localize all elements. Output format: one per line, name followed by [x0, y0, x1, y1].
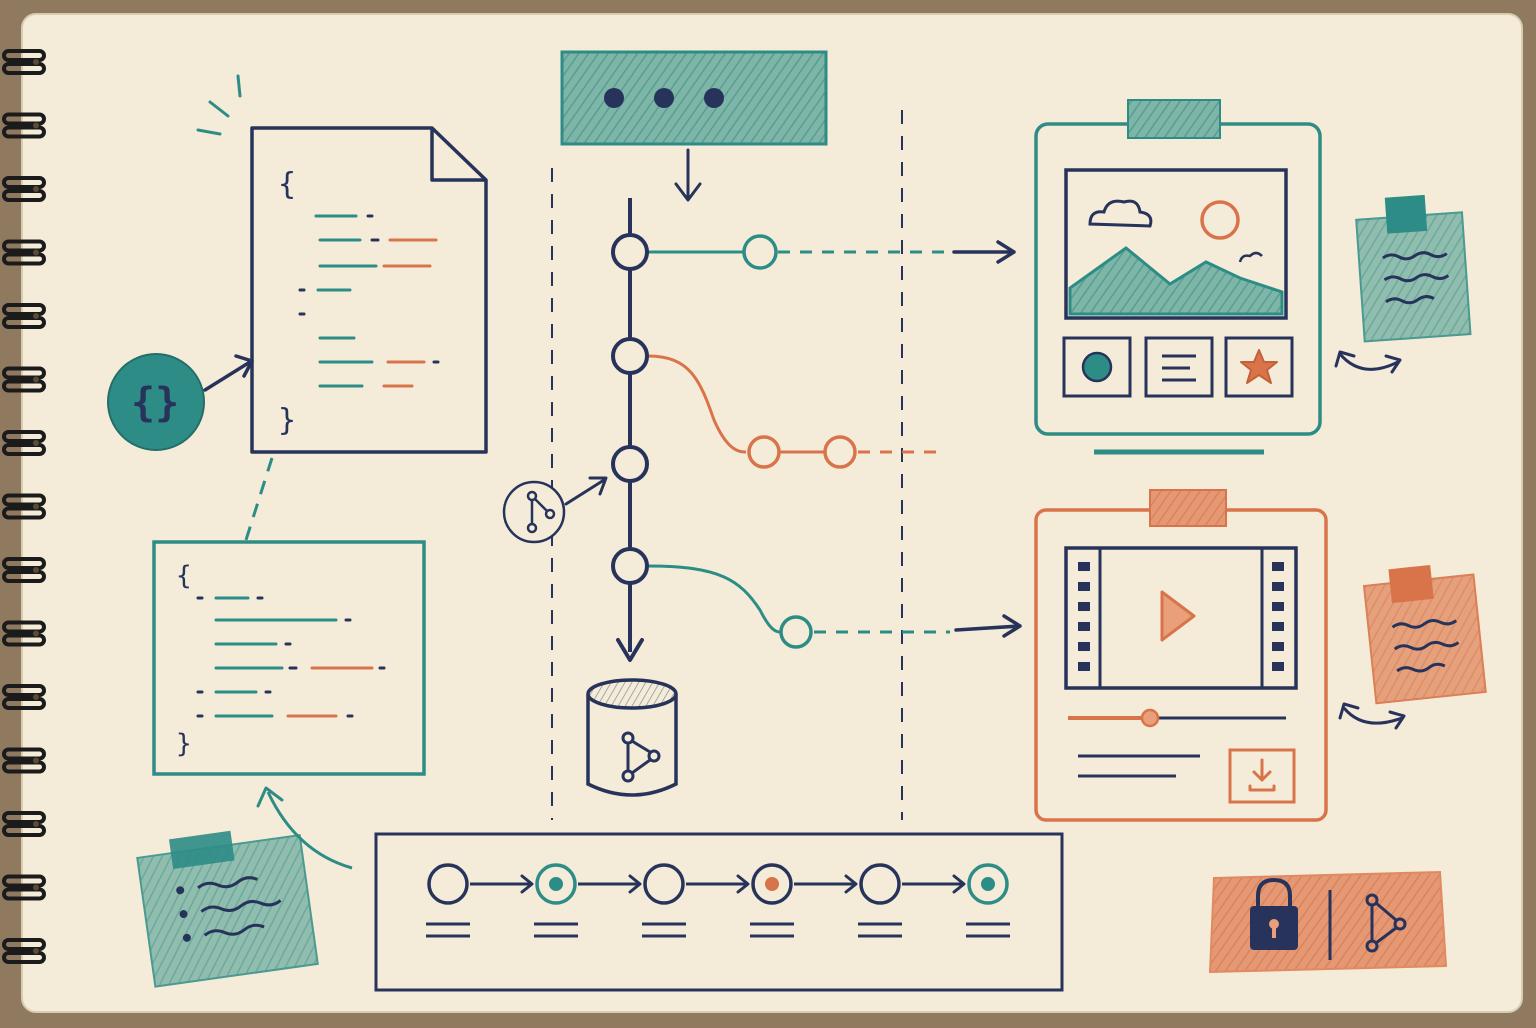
- video-icon[interactable]: [1064, 546, 1298, 690]
- film-holes: [1078, 562, 1284, 671]
- spiral-ring: [2, 493, 46, 520]
- pipeline-step[interactable]: [426, 863, 470, 938]
- branch-to-commit-arrow: [564, 476, 608, 506]
- panel-code-lines: [196, 596, 386, 718]
- branch-icon[interactable]: [502, 480, 566, 544]
- branch-to-image-arrow: [952, 240, 1016, 264]
- document-close-brace: }: [278, 403, 296, 438]
- pipeline-arrow: [578, 874, 642, 894]
- security-share-badge: [1208, 870, 1448, 974]
- spark-marks: [196, 74, 242, 136]
- document-fold: [430, 128, 486, 182]
- panel-open-brace: {: [176, 561, 192, 591]
- text-lines-icon: [1162, 354, 1196, 382]
- spiral-ring: [2, 239, 46, 266]
- pipeline-step[interactable]: [750, 863, 794, 938]
- pipeline-arrow: [794, 874, 858, 894]
- pipeline-strip: [374, 832, 1064, 992]
- play-icon[interactable]: [1160, 590, 1196, 642]
- git-timeline: [611, 198, 1022, 662]
- spiral-ring: [2, 49, 46, 75]
- spiral-ring: [2, 747, 46, 774]
- sun-icon: [1200, 200, 1240, 240]
- sticky-note-icon: [1362, 564, 1487, 705]
- spiral-ring: [2, 112, 46, 139]
- spiral-ring: [2, 874, 46, 901]
- circle-icon: [1081, 351, 1113, 383]
- document-icon: [250, 126, 488, 454]
- card-tile-circle[interactable]: [1062, 336, 1132, 398]
- main-commit[interactable]: [611, 547, 649, 585]
- spiral-ring: [2, 938, 46, 964]
- code-panel: { }: [152, 540, 426, 776]
- spiral-ring: [2, 176, 46, 202]
- branch-commit[interactable]: [742, 234, 778, 270]
- braces-to-document-arrow: [203, 360, 252, 392]
- sticky-note-icon: [136, 830, 319, 988]
- download-icon[interactable]: [1228, 748, 1296, 804]
- code-document: { } {}: [107, 74, 488, 541]
- spiral-ring: [2, 430, 46, 456]
- main-commit[interactable]: [611, 233, 649, 271]
- spiral-binding: [2, 49, 46, 964]
- note-swap-arrow: [1342, 707, 1403, 725]
- spiral-ring: [2, 620, 46, 647]
- ellipsis-icon[interactable]: [560, 50, 828, 146]
- pipeline-arrow: [902, 874, 966, 894]
- header-down-arrow: [674, 148, 702, 202]
- json-braces-icon[interactable]: [107, 353, 205, 451]
- panel-close-brace: }: [176, 729, 192, 759]
- sticky-note-icon: [1355, 194, 1472, 343]
- video-description-lines: [1078, 754, 1200, 778]
- document-code-lines: [298, 214, 440, 388]
- main-commit[interactable]: [611, 445, 649, 483]
- spiral-ring: [2, 811, 46, 837]
- pipeline-arrow: [470, 874, 534, 894]
- card-tile-text[interactable]: [1144, 336, 1214, 398]
- share-icon[interactable]: [1365, 893, 1407, 953]
- video-progress-handle[interactable]: [1140, 708, 1160, 728]
- note-to-panel-arrow: [266, 791, 353, 870]
- cloud-icon: [1088, 199, 1153, 228]
- pipeline-step[interactable]: [966, 863, 1010, 938]
- branch-commit[interactable]: [747, 435, 781, 469]
- document-open-brace: {: [278, 167, 296, 202]
- database-icon: [586, 678, 678, 797]
- branch-commit[interactable]: [779, 615, 813, 649]
- pipeline-arrow: [686, 874, 750, 894]
- image-card: [1034, 99, 1322, 455]
- star-icon: [1240, 349, 1278, 384]
- branch-to-video-arrow: [954, 614, 1022, 638]
- pipeline-step[interactable]: [858, 863, 902, 938]
- main-commit[interactable]: [611, 337, 649, 375]
- json-braces-glyph: {}: [131, 380, 179, 426]
- spiral-ring: [2, 557, 46, 583]
- card-tape: [1149, 489, 1227, 527]
- image-icon[interactable]: [1064, 168, 1288, 320]
- lock-icon[interactable]: [1250, 877, 1298, 950]
- video-card: [1034, 489, 1328, 822]
- spiral-ring: [2, 303, 46, 329]
- spiral-ring: [2, 684, 46, 710]
- code-panel-frame: [152, 540, 426, 776]
- card-tile-star[interactable]: [1224, 336, 1294, 398]
- spiral-ring: [2, 366, 46, 393]
- note-swap-arrow: [1338, 353, 1399, 371]
- mountain-icon: [1068, 246, 1284, 316]
- pipeline-step[interactable]: [534, 863, 578, 938]
- branch-commit[interactable]: [823, 435, 857, 469]
- pipeline-step[interactable]: [642, 863, 686, 938]
- card-tape: [1127, 99, 1221, 139]
